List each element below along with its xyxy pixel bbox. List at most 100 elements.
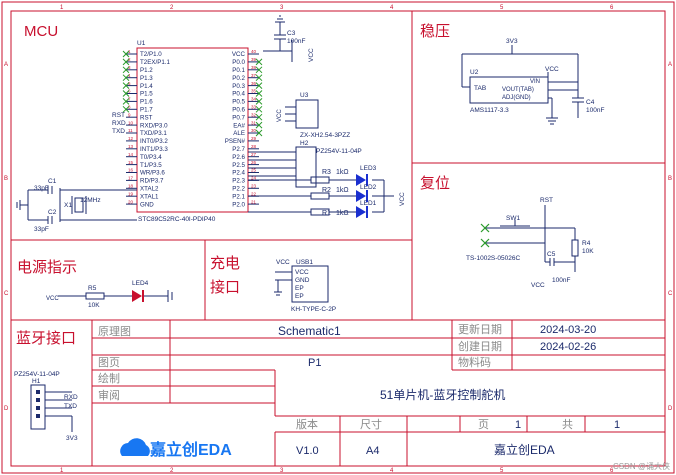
led2-icon — [356, 190, 366, 202]
mcu-pin-label: P2.7 — [232, 146, 245, 153]
no-connect-icon — [122, 74, 130, 82]
size-value: A4 — [366, 445, 379, 457]
c1-value: 33pF — [34, 185, 49, 192]
col-marker: 1 — [60, 5, 64, 11]
mcu-pin-label: P1.6 — [140, 99, 153, 106]
bluetooth-3v3-label: 3V3 — [66, 435, 78, 442]
usb1-designator: USB1 — [296, 259, 313, 266]
mcu-pin-number: 10 — [128, 120, 134, 125]
mcu-pin-label: TXD/P3.1 — [140, 130, 167, 137]
mcu-pin-label: VCC — [232, 51, 246, 58]
mcu-pin-label: GND — [140, 201, 154, 208]
mcu-pin-label: P2.4 — [232, 170, 245, 177]
section-reset-title: 复位 — [420, 174, 450, 192]
mcu-pin-label: PSEN# — [225, 138, 246, 145]
version-value: V1.0 — [296, 445, 319, 457]
col-marker: 4 — [390, 468, 394, 474]
c3-value: 100nF — [287, 38, 305, 45]
net-label-txd: TXD — [112, 128, 125, 135]
mcu-pin-label: XTAL1 — [140, 193, 159, 200]
mcu-pin-number: 38 — [251, 65, 257, 70]
page-value: P1 — [308, 357, 321, 369]
r2-designator: R2 — [322, 187, 331, 194]
x1-designator: X1 — [64, 202, 72, 209]
mcu-pin-label: P0.6 — [232, 107, 245, 114]
mcu-pin-label: P0.3 — [232, 83, 245, 90]
mcu-part-number: STC89C52RC-40I-PDIP40 — [138, 216, 216, 223]
mcu-pin-label: P1.7 — [140, 107, 153, 114]
col-marker: 4 — [390, 5, 394, 11]
sw1-part: TS-1002S-05026C — [466, 255, 521, 262]
r3-designator: R3 — [322, 169, 331, 176]
mcu-pin-number: 33 — [251, 105, 257, 110]
created-label: 创建日期 — [458, 339, 502, 353]
mcu-pin-label: WR/P3.6 — [140, 170, 165, 177]
mcu-pin-label: T0/P3.4 — [140, 154, 162, 161]
mcu-pin-label: T1/P3.5 — [140, 162, 162, 169]
mcu-pin-number: 39 — [251, 57, 257, 62]
mcu-pin-number: 32 — [251, 112, 257, 117]
no-connect-icon — [255, 121, 263, 129]
mcu-pin-label: P0.1 — [232, 67, 245, 74]
bluetooth-rxd-label: RXD — [64, 394, 78, 401]
mcu-pin-label: RXD/P3.0 — [140, 122, 168, 129]
led-glyphs — [356, 174, 368, 218]
sheet-value: 1 — [515, 419, 521, 431]
r1-value: 1kΩ — [336, 210, 349, 217]
no-connect-icon — [122, 90, 130, 97]
no-connect-icon — [255, 90, 263, 97]
c1-designator: C1 — [48, 178, 57, 185]
mcu-pin-number: 15 — [128, 160, 134, 165]
c3-designator: C3 — [287, 30, 296, 37]
mcu-pin-label: P0.5 — [232, 99, 245, 106]
company-name: 嘉立创EDA — [494, 442, 555, 457]
mcu-pin-label: RD/P3.7 — [140, 178, 164, 185]
mcu-pin-number: 29 — [251, 136, 257, 141]
c5-value: 100nF — [552, 277, 570, 284]
usb-vcc-label: VCC — [276, 259, 290, 266]
mcu-pin-label: P2.5 — [232, 162, 245, 169]
mcu-pin-label: EA# — [233, 122, 245, 129]
section-charging-title: 充电 — [210, 255, 240, 272]
logo-text: 嘉立创EDA — [149, 440, 232, 459]
led3-designator: LED3 — [360, 165, 377, 172]
no-connect-icon — [255, 98, 263, 105]
mcu-pin-number: 19 — [128, 191, 134, 196]
mcu-pin-number: 25 — [251, 168, 257, 173]
crystal-circuit — [16, 186, 137, 224]
h2-designator: H2 — [300, 140, 309, 147]
r5-designator: R5 — [88, 285, 97, 292]
mcu-pin-number: 36 — [251, 81, 257, 86]
led-resistor-bank — [248, 176, 394, 216]
col-marker: 5 — [500, 468, 504, 474]
mcu-pin-label: RST — [140, 114, 153, 121]
section-titles: MCU 稳压 复位 电源指示 充电 接口 蓝牙接口 — [16, 23, 450, 347]
drawn-label: 绘制 — [98, 371, 120, 385]
row-marker: C — [4, 291, 9, 297]
mcu-pin-number: 14 — [128, 152, 134, 157]
c4-value: 100nF — [586, 107, 604, 114]
mcu-pin-number: 7 — [128, 97, 131, 102]
mcu-pin-label: P1.2 — [140, 67, 153, 74]
updated-value: 2024-03-20 — [540, 324, 596, 336]
created-value: 2024-02-26 — [540, 341, 596, 353]
regulator-vcc-label: VCC — [545, 66, 559, 73]
review-label: 审阅 — [98, 388, 120, 402]
row-marker: D — [668, 406, 673, 412]
mcu-pin-number: 18 — [128, 184, 134, 189]
no-connect-icon — [255, 113, 263, 121]
bluetooth-header-pins — [36, 390, 40, 418]
u2-pin-tab: TAB — [474, 85, 486, 92]
total-value: 1 — [614, 419, 620, 431]
mcu-designator: U1 — [137, 40, 146, 47]
no-connect-icon — [122, 98, 130, 105]
col-marker: 1 — [60, 468, 64, 474]
mcu-pin-number: 35 — [251, 89, 257, 94]
no-connect-icon — [255, 129, 263, 137]
net-3v3-label: 3V3 — [506, 38, 518, 45]
mcu-pin-number: 2 — [128, 57, 131, 62]
led1-icon — [356, 206, 366, 218]
mcu-pin-label: P2.6 — [232, 154, 245, 161]
mcu-pin-number: 30 — [251, 128, 257, 133]
